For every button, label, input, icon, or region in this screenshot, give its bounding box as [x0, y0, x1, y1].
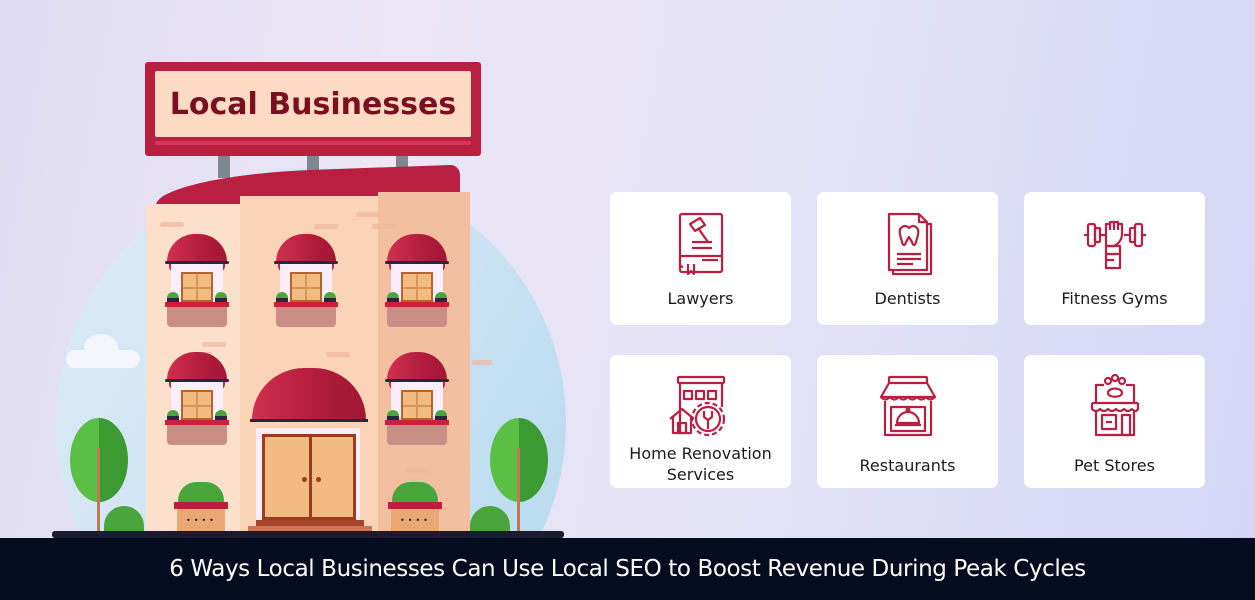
shrub: [104, 506, 144, 534]
sign-panel: Local Businesses: [155, 71, 471, 137]
business-sign: Local Businesses: [145, 62, 481, 156]
planter: ••••: [388, 482, 442, 531]
entrance-step: [248, 526, 372, 532]
window: [385, 234, 449, 327]
footer-banner: 6 Ways Local Businesses Can Use Local SE…: [0, 538, 1255, 600]
entrance-door: [262, 434, 356, 520]
planter: ••••: [174, 482, 228, 531]
category-label: Dentists: [874, 289, 941, 308]
category-card-lawyers: Lawyers: [610, 192, 791, 325]
sign-stripe: [155, 141, 471, 145]
house-wrench-gear-icon: [668, 375, 725, 437]
category-label: Restaurants: [859, 456, 956, 475]
sign-pole: [218, 156, 230, 178]
entrance-step: [256, 520, 364, 526]
cloud: [84, 334, 118, 360]
category-label: Home Renovation Services: [629, 444, 772, 484]
pet-store-paw-icon: [1090, 373, 1139, 437]
dental-document-tooth-icon: [887, 212, 932, 276]
hero-illustration: Local Businesses: [52, 62, 1205, 538]
dumbbell-hand-icon: [1083, 220, 1146, 270]
category-card-restaurants: Restaurants: [817, 355, 998, 488]
category-card-dentists: Dentists: [817, 192, 998, 325]
window: [274, 234, 338, 327]
category-card-pet-stores: Pet Stores: [1024, 355, 1205, 488]
window: [385, 352, 449, 445]
window: [165, 352, 229, 445]
ground-line: [52, 531, 564, 538]
category-card-fitness-gyms: Fitness Gyms: [1024, 192, 1205, 325]
article-title: 6 Ways Local Businesses Can Use Local SE…: [169, 556, 1086, 582]
sign-title: Local Businesses: [169, 86, 457, 122]
category-label: Fitness Gyms: [1061, 289, 1168, 308]
building: •••• ••••: [146, 192, 492, 532]
shrub: [470, 506, 510, 534]
category-label: Lawyers: [667, 289, 734, 308]
law-book-gavel-icon: [678, 212, 723, 276]
window: [165, 234, 229, 327]
category-label: Pet Stores: [1074, 456, 1155, 475]
restaurant-storefront-cloche-icon: [879, 375, 936, 437]
category-card-home-renovation: Home Renovation Services: [610, 355, 791, 488]
